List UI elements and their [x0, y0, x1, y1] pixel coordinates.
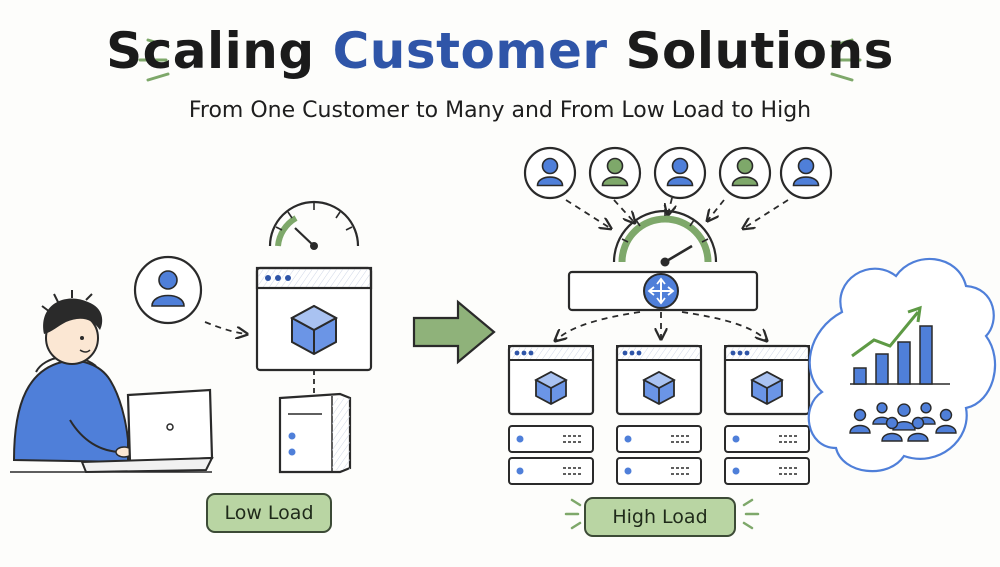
app-server-stacks [507, 344, 811, 485]
app-server-stack [615, 344, 703, 485]
cube-icon [534, 370, 568, 406]
server-unit-icon [508, 457, 594, 485]
app-server-stack [723, 344, 811, 485]
title-accent-right [830, 38, 862, 82]
customer-icon [653, 146, 707, 200]
person-icon [907, 416, 929, 442]
speedometer-icon-low [268, 200, 360, 250]
app-server-stack [507, 344, 595, 485]
page-subtitle: From One Customer to Many and From Low L… [188, 98, 812, 123]
app-window-low [255, 266, 373, 372]
high-load-label: High Load [584, 497, 736, 537]
person-icon [849, 408, 871, 434]
customers-row [523, 146, 833, 200]
transition-arrow-icon [412, 299, 496, 365]
person-with-laptop [10, 290, 214, 474]
customer-icon [588, 146, 642, 200]
low-load-label: Low Load [206, 493, 332, 533]
cube-icon [289, 304, 339, 356]
page-title: Scaling Customer Solutions [0, 22, 1000, 80]
load-balancer [567, 270, 759, 312]
title-suffix: Solutions [625, 22, 894, 80]
server-unit-icon [724, 457, 810, 485]
high-load-sparkles [564, 498, 760, 530]
cube-icon [642, 370, 676, 406]
arrow-customer-to-app [204, 321, 246, 334]
arrows-move-icon [643, 273, 679, 309]
growth-cloud [807, 257, 997, 473]
person-icon [892, 403, 916, 431]
people-group-icon [849, 402, 957, 442]
server-unit-icon [508, 425, 594, 453]
speedometer-icon-high [612, 209, 718, 267]
customer-icon [779, 146, 833, 200]
title-accent: Customer [332, 22, 608, 80]
person-icon [935, 408, 957, 434]
title-accent-left [138, 38, 170, 82]
title-prefix: Scaling [106, 22, 315, 80]
bar-chart-trend-icon [850, 305, 950, 385]
cube-icon [750, 370, 784, 406]
customer-icon [718, 146, 772, 200]
server-unit-icon [724, 425, 810, 453]
server-tower-icon [278, 392, 352, 474]
server-unit-icon [616, 425, 702, 453]
server-unit-icon [616, 457, 702, 485]
customer-icon [523, 146, 577, 200]
person-icon [881, 416, 903, 442]
single-customer-icon [133, 255, 203, 325]
arrows-balancer-to-apps [556, 311, 766, 340]
